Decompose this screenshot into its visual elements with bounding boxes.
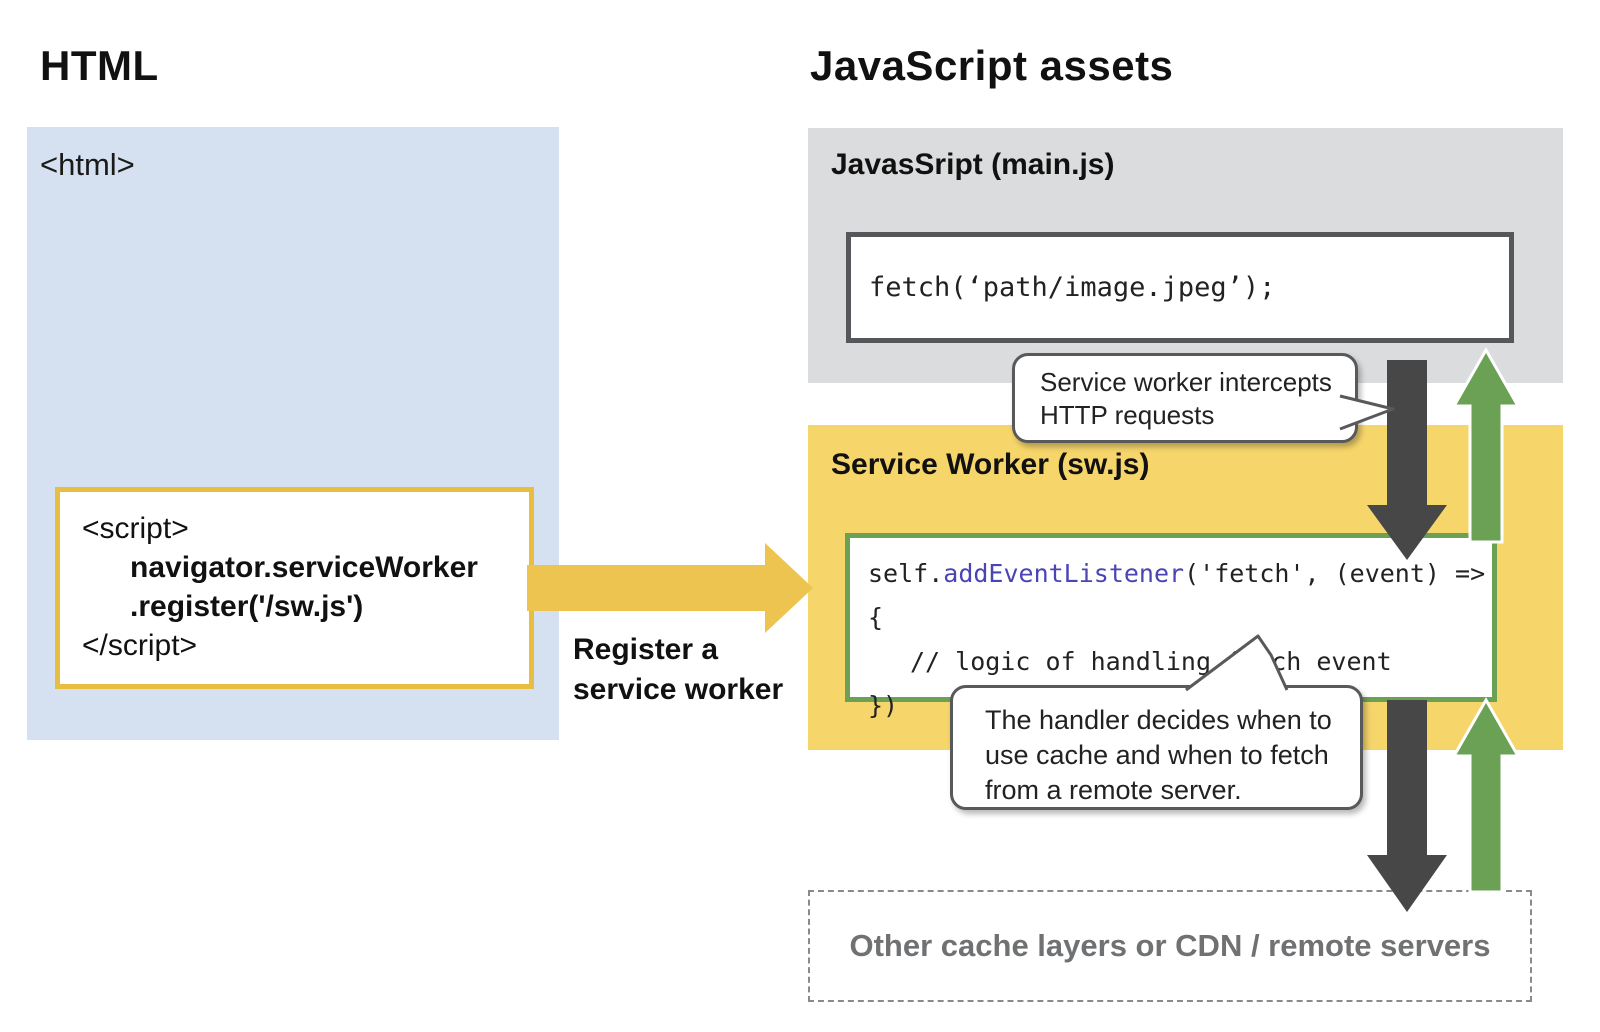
script-code-line-2: .register('/sw.js')	[130, 590, 364, 623]
register-script-code-box: <script> navigator.serviceWorker .regist…	[55, 487, 534, 689]
handler-callout-bubble: The handler decides when to use cache an…	[950, 685, 1363, 810]
script-code-line-1: navigator.serviceWorker	[130, 551, 478, 584]
intercept-callout-bubble: Service worker intercepts HTTP requests	[1012, 353, 1358, 443]
sw-code-line-1: self.addEventListener('fetch', (event) =…	[868, 559, 1486, 632]
cache-layers-box: Other cache layers or CDN / remote serve…	[808, 890, 1532, 1002]
service-worker-code-box: self.addEventListener('fetch', (event) =…	[845, 533, 1497, 720]
javascript-assets-column-title: JavaScript assets	[810, 42, 1174, 89]
sw-code-line-3: })	[868, 691, 899, 720]
sw-code-line-2: // logic of handling fetch event	[910, 647, 1392, 676]
add-event-listener-token: addEventListener	[943, 559, 1185, 588]
fetch-code-box: fetch(‘path/image.jpeg’);	[846, 232, 1514, 343]
register-right-arrow	[527, 543, 813, 633]
fetch-code: fetch(‘path/image.jpeg’);	[869, 272, 1276, 303]
script-open-tag: <script>	[82, 512, 189, 545]
service-worker-panel-header: Service Worker (sw.js)	[831, 448, 1150, 481]
register-arrow-label: Register a service worker	[573, 633, 784, 706]
html-open-tag: <html>	[40, 147, 135, 182]
script-close-tag: </script>	[82, 629, 198, 662]
html-column-title: HTML	[40, 42, 159, 89]
cache-layers-label: Other cache layers or CDN / remote serve…	[849, 928, 1491, 963]
mainjs-panel-header: JavasSript (main.js)	[831, 148, 1115, 181]
